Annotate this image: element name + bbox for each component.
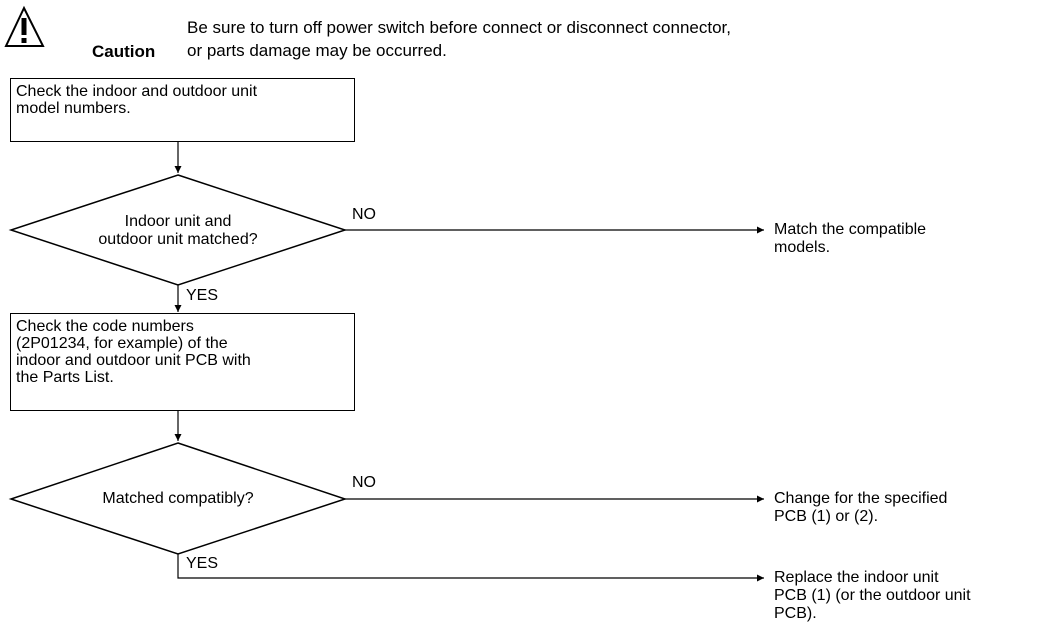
caution-label: Caution [92,42,156,61]
decision-compatible-text: Matched compatibly? [102,490,254,507]
result-replace-pcb: Replace the indoor unit PCB (1) (or the … [774,569,971,622]
branch-yes-label: YES [186,555,219,572]
result-match-models: Match the compatible models. [774,221,927,256]
step-check-models-text: Check the indoor and outdoor unit model … [16,83,258,117]
yes-branch-2 [177,554,764,582]
warning-triangle-icon [4,5,45,47]
decision-units-matched-text: Indoor unit and outdoor unit matched? [98,213,258,248]
branch-yes-label: YES [186,287,219,304]
result-change-pcb: Change for the specified PCB (1) or (2). [774,490,948,525]
step-check-codes: Check the code numbers (2P01234, for exa… [10,313,355,411]
caution-message: Be sure to turn off power switch before … [187,18,731,60]
branch-no-label: NO [352,206,376,223]
step-check-models: Check the indoor and outdoor unit model … [10,78,355,142]
branch-no-label: NO [352,474,376,491]
step-check-codes-text: Check the code numbers (2P01234, for exa… [16,318,251,386]
